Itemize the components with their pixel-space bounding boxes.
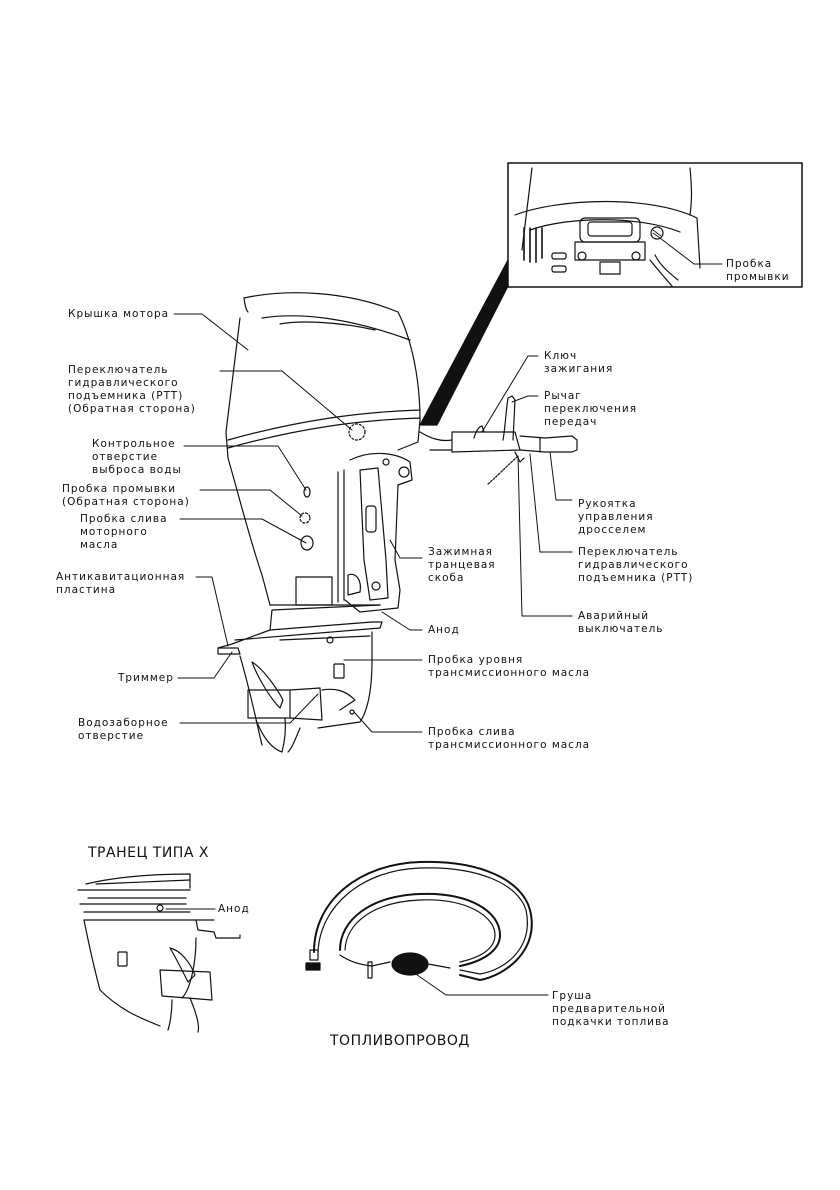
inset-pointer-wedge	[419, 259, 509, 426]
label-x-anode: Анод	[218, 903, 250, 915]
label-ptt-switch-back: Переключатель гидравлического подъемника…	[68, 364, 196, 415]
label-gear-oil-level: Пробка уровня трансмиссионного масла	[428, 654, 591, 679]
label-engine-oil-drain: Пробка слива моторного масла	[80, 513, 168, 551]
clamp-bracket	[337, 452, 413, 613]
label-water-check-hole: Контрольное отверстие выброса воды	[92, 438, 182, 476]
label-flush-plug-back: Пробка промывки (Обратная сторона)	[62, 483, 190, 508]
label-stop-switch: Аварийный выключатель	[578, 610, 664, 635]
fuel-line-drawing	[305, 860, 533, 981]
label-shift-lever: Рычаг переключения передач	[544, 390, 638, 428]
label-cowl: Крышка мотора	[68, 308, 170, 320]
label-ptt-switch-tiller: Переключатель гидравлического подъемника…	[578, 546, 694, 584]
leader-lines	[173, 237, 723, 733]
inset-view	[507, 162, 803, 288]
x-transom-drawing	[77, 873, 241, 1033]
label-anode: Анод	[428, 624, 460, 636]
fuel-line-title: ТОПЛИВОПРОВОД	[330, 1033, 470, 1049]
primer-bulb-leader	[409, 969, 549, 996]
label-water-intake: Водозаборное отверстие	[78, 717, 169, 742]
outboard-engine	[217, 292, 421, 753]
label-gear-oil-drain: Пробка слива трансмиссионного масла	[428, 726, 591, 751]
label-clamp-bracket: Зажимная транцевая скоба	[428, 546, 496, 584]
label-throttle-grip: Рукоятка управления дросселем	[578, 498, 654, 536]
label-flush-plug-inset: Пробка промывки	[726, 258, 790, 283]
x-transom-title: ТРАНЕЦ ТИПА X	[88, 845, 209, 861]
label-ignition-key: Ключ зажигания	[544, 350, 614, 375]
label-trim-tab: Триммер	[118, 672, 174, 684]
label-anti-cavitation-plate: Антикавитационная пластина	[56, 571, 186, 596]
label-primer-bulb: Груша предварительной подкачки топлива	[552, 990, 670, 1028]
